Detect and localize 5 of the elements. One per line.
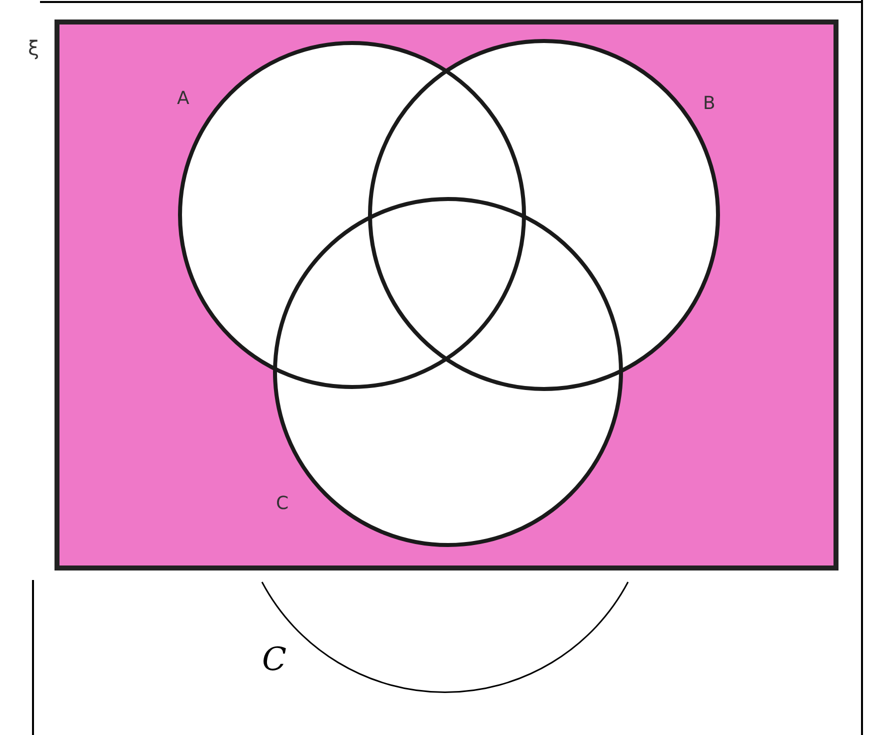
set-label: C <box>276 495 289 513</box>
set-label: C <box>262 643 286 675</box>
set-label: B <box>703 95 716 113</box>
set-label: ξ <box>28 38 40 58</box>
set-label: A <box>177 90 190 108</box>
